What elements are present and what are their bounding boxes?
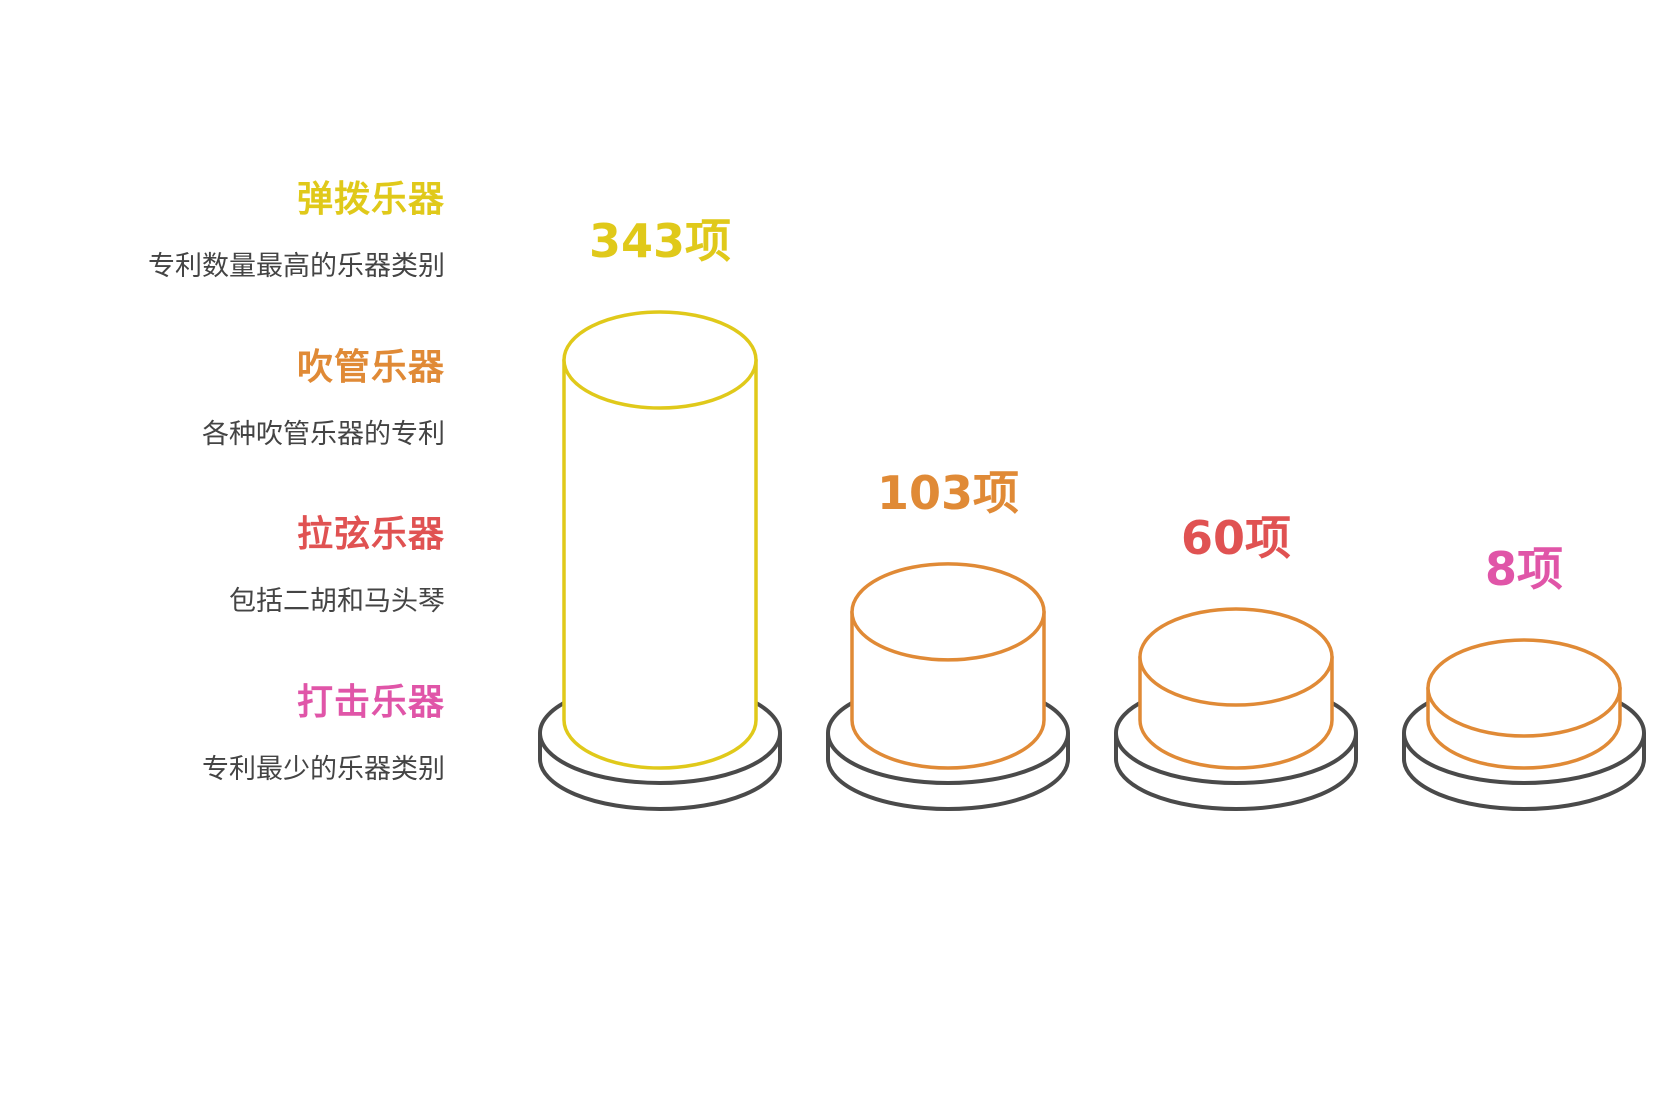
value-label-bowed: 60项 bbox=[1181, 511, 1291, 565]
bar-top-percussion bbox=[1426, 638, 1622, 738]
legend-desc-plucked: 专利数量最高的乐器类别 bbox=[148, 251, 445, 282]
legend-desc-percussion: 专利最少的乐器类别 bbox=[202, 754, 445, 785]
bar-plucked bbox=[562, 358, 758, 770]
legend-item-plucked: 弹拨乐器 专利数量最高的乐器类别 bbox=[60, 178, 445, 284]
legend-title-bowed: 拉弦乐器 bbox=[296, 514, 445, 555]
legend-item-wind: 吹管乐器 各种吹管乐器的专利 bbox=[60, 346, 445, 452]
legend-item-percussion: 打击乐器 专利最少的乐器类别 bbox=[60, 681, 445, 787]
value-label-percussion: 8项 bbox=[1485, 542, 1563, 596]
bar-top-plucked bbox=[562, 310, 758, 410]
legend-title-wind: 吹管乐器 bbox=[296, 347, 445, 388]
value-label-wind: 103项 bbox=[877, 466, 1019, 520]
bar-top-bowed bbox=[1138, 607, 1334, 707]
legend-title-plucked: 弹拨乐器 bbox=[296, 179, 445, 220]
legend-desc-bowed: 包括二胡和马头琴 bbox=[229, 586, 445, 617]
bar-top-wind bbox=[850, 562, 1046, 662]
value-label-plucked: 343项 bbox=[589, 214, 731, 268]
legend-title-percussion: 打击乐器 bbox=[296, 682, 445, 723]
legend-item-bowed: 拉弦乐器 包括二胡和马头琴 bbox=[60, 513, 445, 619]
legend: 弹拨乐器 专利数量最高的乐器类别 吹管乐器 各种吹管乐器的专利 拉弦乐器 包括二… bbox=[60, 0, 445, 1097]
legend-desc-wind: 各种吹管乐器的专利 bbox=[202, 419, 445, 450]
